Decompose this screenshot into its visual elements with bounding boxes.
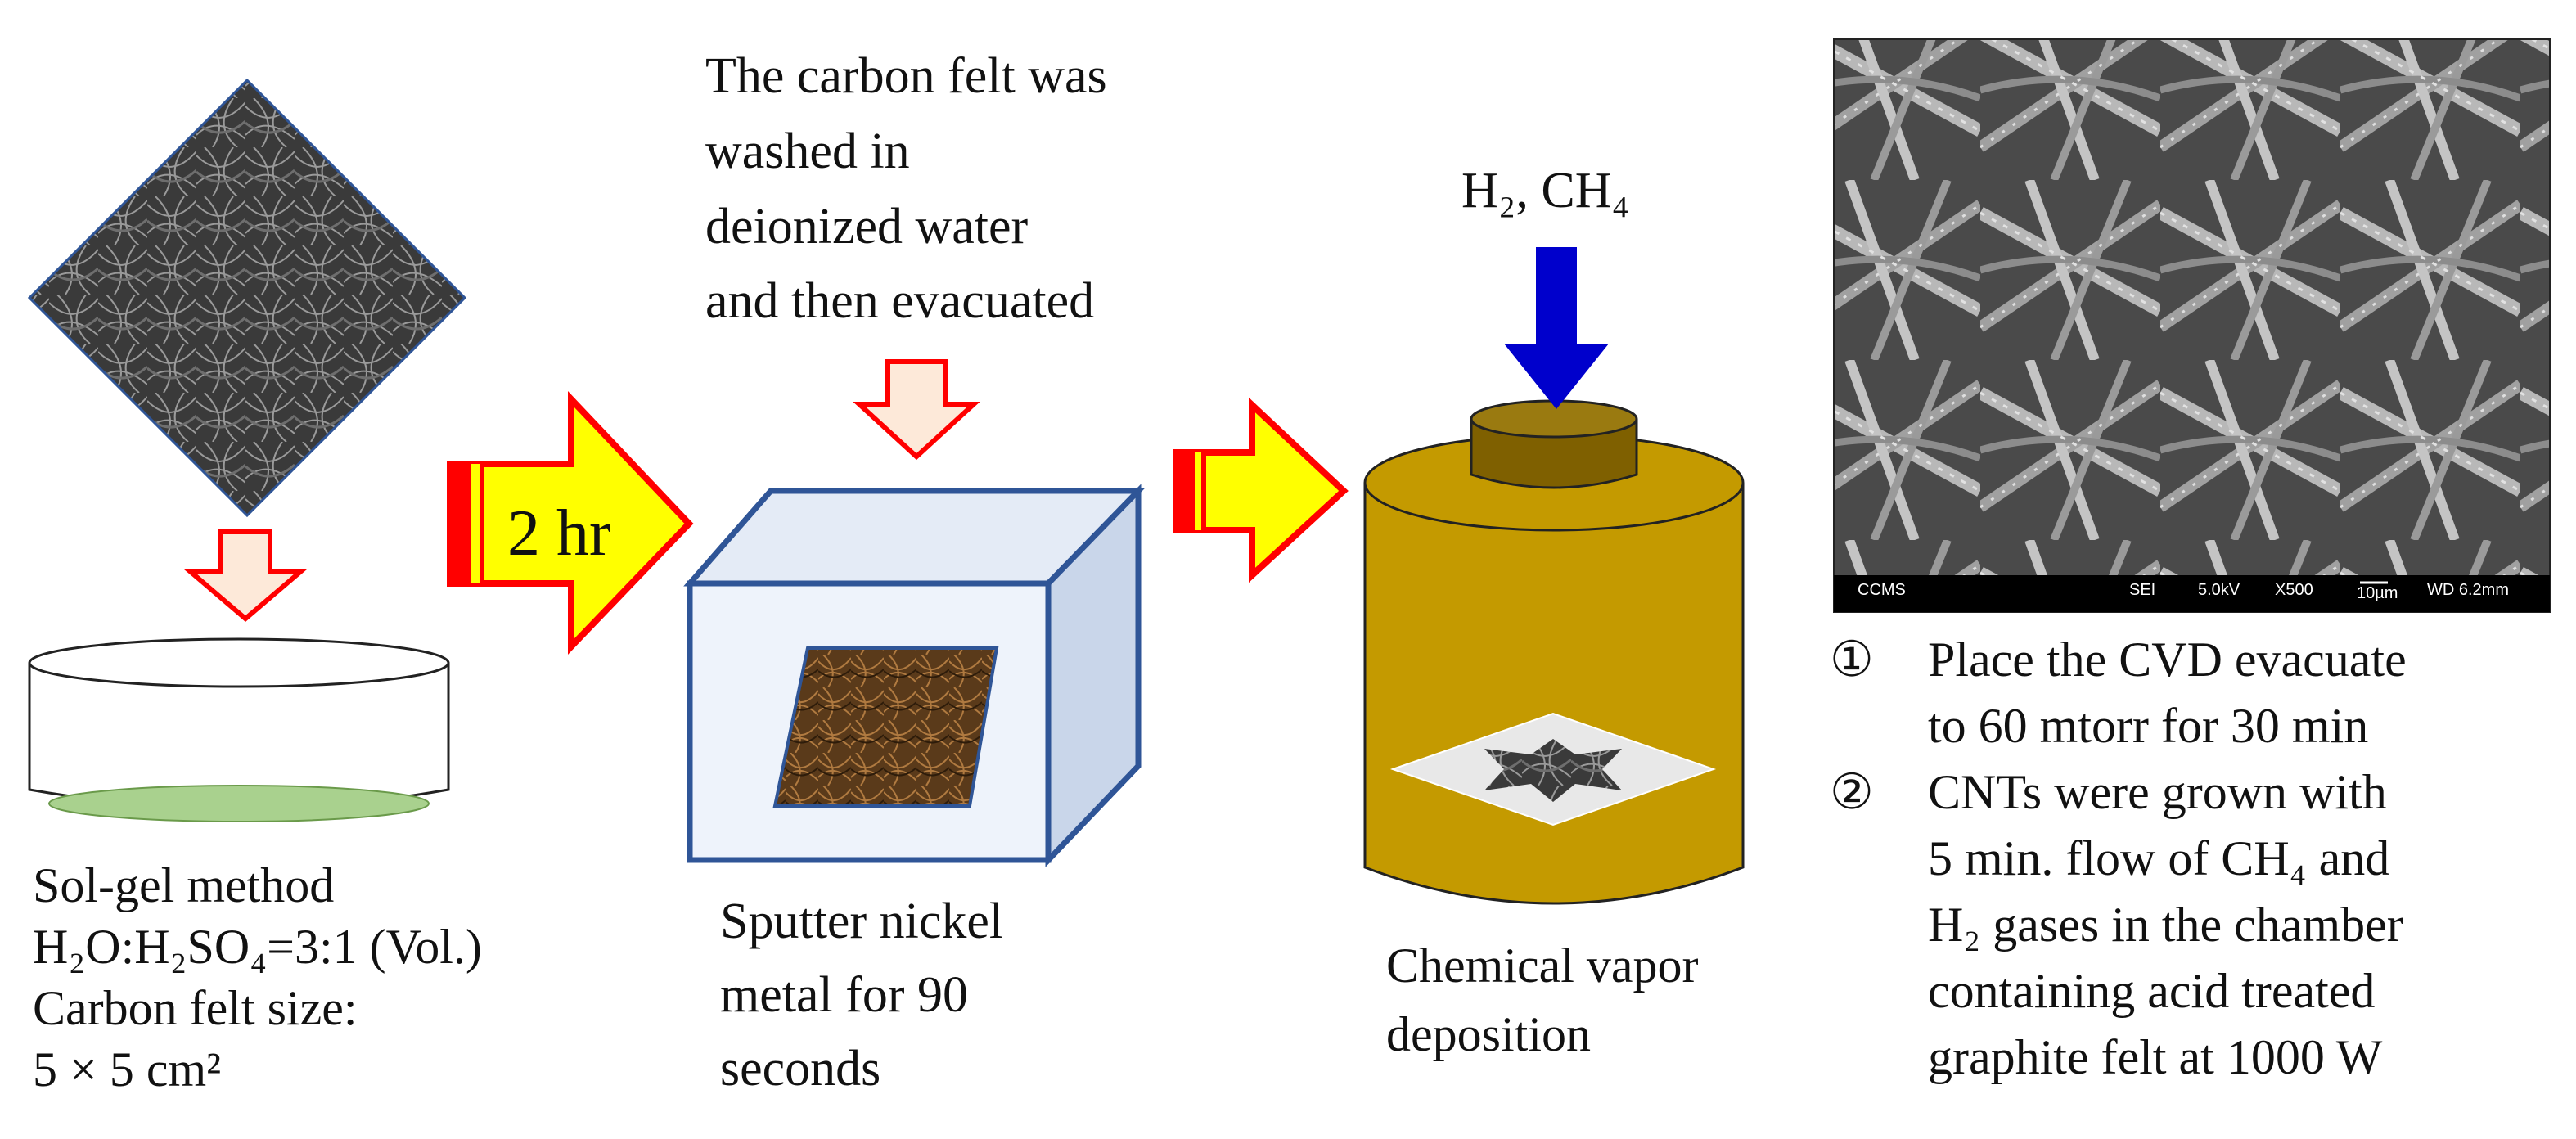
step1-caption-line: Carbon felt size: xyxy=(33,981,358,1035)
step2-note-line: and then evacuated xyxy=(705,273,1095,330)
step3-caption-line: deposition xyxy=(1386,1007,1591,1061)
step-line: CNTs were grown with xyxy=(1928,765,2387,819)
down-arrow-step2 xyxy=(853,359,980,461)
sem-footer-item: 10µm xyxy=(2357,584,2398,602)
step-line: Place the CVD evacuate xyxy=(1928,633,2407,687)
step2-caption: Sputter nickel metal for 90 seconds xyxy=(720,885,1003,1106)
step-item: ② CNTs were grown with xyxy=(1830,759,2407,826)
step2-note-line: deionized water xyxy=(705,198,1029,254)
cvd-chamber xyxy=(1363,399,1745,905)
step-line: containing acid treated xyxy=(1928,964,2376,1018)
step-line: graphite felt at 1000 W xyxy=(1928,1030,2383,1084)
step2-note-line: washed in xyxy=(705,123,910,179)
step3-caption-line: Chemical vapor xyxy=(1386,939,1699,993)
sputter-box xyxy=(683,484,1146,867)
gas-label: H₂, CH₄ xyxy=(1461,163,1630,218)
sem-footer-item: 5.0kV xyxy=(2198,581,2240,599)
big-arrow-2 xyxy=(1173,397,1349,583)
big-arrow-1 xyxy=(447,390,694,655)
gas-inlet-arrow xyxy=(1504,247,1609,409)
down-arrow-step1 xyxy=(182,529,308,622)
petri-dish xyxy=(28,637,450,822)
step2-caption-line: seconds xyxy=(720,1040,881,1096)
step-line: to 60 mtorr for 30 min xyxy=(1928,699,2369,753)
step2-caption-line: metal for 90 xyxy=(720,966,969,1023)
step-line: H₂ gases in the chamber xyxy=(1928,898,2403,952)
step-line: 5 min. flow of CH₄ and xyxy=(1928,831,2390,885)
step2-caption-line: Sputter nickel xyxy=(720,894,1004,949)
step-number: ② xyxy=(1830,765,1874,819)
sem-footer-item: X500 xyxy=(2275,581,2313,599)
step2-note-line: The carbon felt was xyxy=(705,48,1107,104)
sem-footer-item: SEI xyxy=(2129,581,2156,599)
step1-caption-line: 5 × 5 cm² xyxy=(33,1042,222,1096)
step1-caption-line: H₂O:H₂SO₄=3:1 (Vol.) xyxy=(33,920,482,974)
steps-list: ① Place the CVD evacuate to 60 mtorr for … xyxy=(1830,627,2407,1091)
step-item: ① Place the CVD evacuate xyxy=(1830,627,2407,693)
sem-image xyxy=(1833,38,2551,613)
step1-caption-line: Sol-gel method xyxy=(33,858,335,912)
carbon-felt-diamond xyxy=(27,78,467,518)
step2-note: The carbon felt was washed in deionized … xyxy=(705,39,1107,340)
sem-footer-item: WD 6.2mm xyxy=(2427,581,2509,599)
step1-caption: Sol-gel method H₂O:H₂SO₄=3:1 (Vol.) Carb… xyxy=(33,855,482,1101)
sem-footer-left: CCMS xyxy=(1858,581,1906,599)
arrow-label-2hr: 2 hr xyxy=(507,497,611,570)
step-number: ① xyxy=(1830,633,1874,687)
step3-caption: Chemical vapor deposition xyxy=(1386,931,1699,1069)
